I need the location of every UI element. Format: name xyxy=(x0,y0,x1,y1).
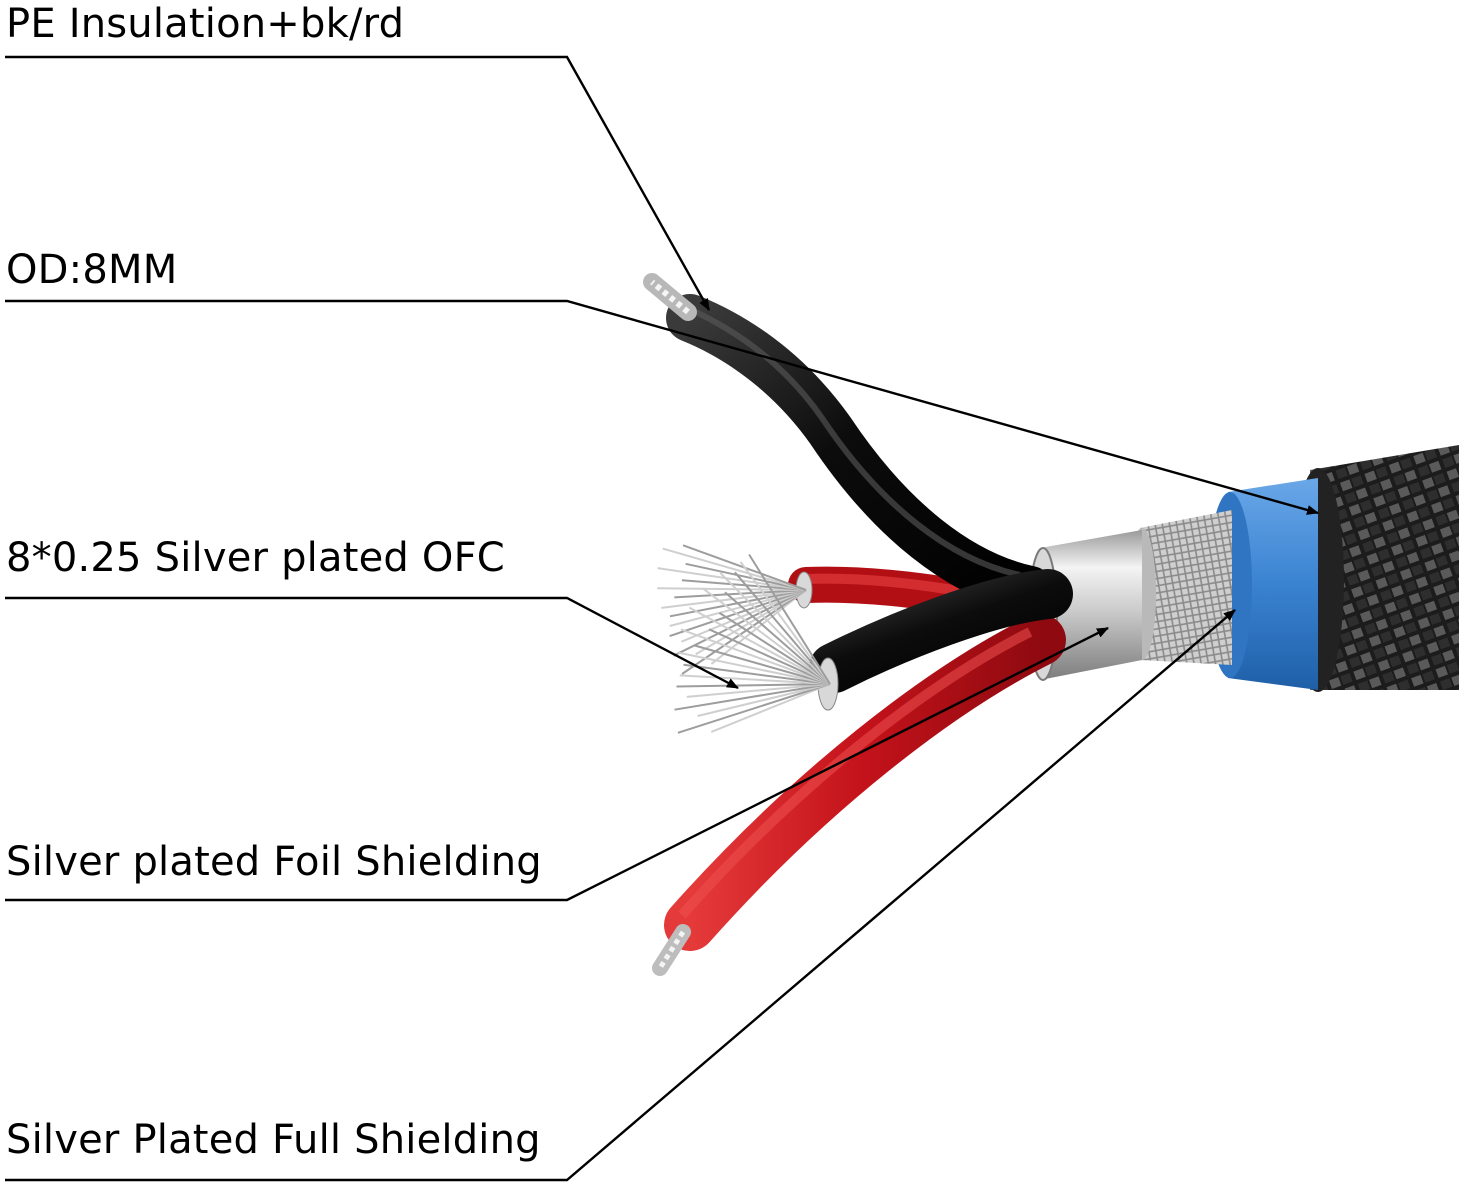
red-wire-lower xyxy=(652,614,1066,976)
conductor-strand xyxy=(685,562,807,591)
leader-od xyxy=(5,299,1319,515)
conductor-strand xyxy=(669,589,807,627)
label-pe-insulation: PE Insulation+bk/rd xyxy=(6,1,405,47)
conductor-strand xyxy=(697,683,831,717)
conductor-strand xyxy=(677,683,831,734)
conductor-strand xyxy=(677,651,831,685)
conductor-strand xyxy=(679,674,831,685)
black-wire-long xyxy=(643,273,1054,614)
label-full-shielding: Silver Plated Full Shielding xyxy=(6,1117,541,1163)
braided-shield xyxy=(1128,510,1232,665)
black-wire-strand-tip xyxy=(643,273,697,321)
conductor-strand xyxy=(734,571,831,685)
label-od: OD:8MM xyxy=(6,247,178,293)
conductor-strand xyxy=(702,587,831,685)
leader-pe-insulation xyxy=(5,55,711,311)
label-foil-shielding: Silver plated Foil Shielding xyxy=(6,839,542,885)
conductor-strand xyxy=(681,589,807,675)
conductor-strand xyxy=(657,587,807,591)
red-wire-strand-tip xyxy=(652,924,691,976)
leader-full-shielding xyxy=(5,609,1236,1182)
conductor-strand xyxy=(674,683,831,711)
conductor-strand xyxy=(681,579,807,591)
conductor-strand xyxy=(688,606,831,685)
conductor-strand xyxy=(669,589,807,638)
conductor-strand xyxy=(695,589,807,656)
conductor-strand xyxy=(748,553,831,685)
conductor-strand xyxy=(710,589,807,665)
conductor-strands-lower xyxy=(674,553,831,734)
conductor-strand xyxy=(680,628,831,685)
conductor-strand xyxy=(683,663,831,685)
conductor-strand xyxy=(718,612,831,685)
conductor-strand xyxy=(708,628,831,685)
label-conductor: 8*0.25 Silver plated OFC xyxy=(6,535,505,581)
conductor-strand xyxy=(739,561,831,685)
leader-conductor xyxy=(5,596,739,690)
leader-foil-shielding xyxy=(5,626,1109,902)
conductor-strand xyxy=(681,589,807,643)
conductor-strand xyxy=(686,683,831,698)
conductor-strand xyxy=(676,683,831,688)
conductor-strand xyxy=(724,591,831,685)
conductor-strand xyxy=(710,683,831,733)
conductor-strand xyxy=(662,547,807,591)
conductor-strand xyxy=(657,567,807,591)
conductor-strand xyxy=(719,572,831,685)
conductor-strand xyxy=(694,644,831,685)
